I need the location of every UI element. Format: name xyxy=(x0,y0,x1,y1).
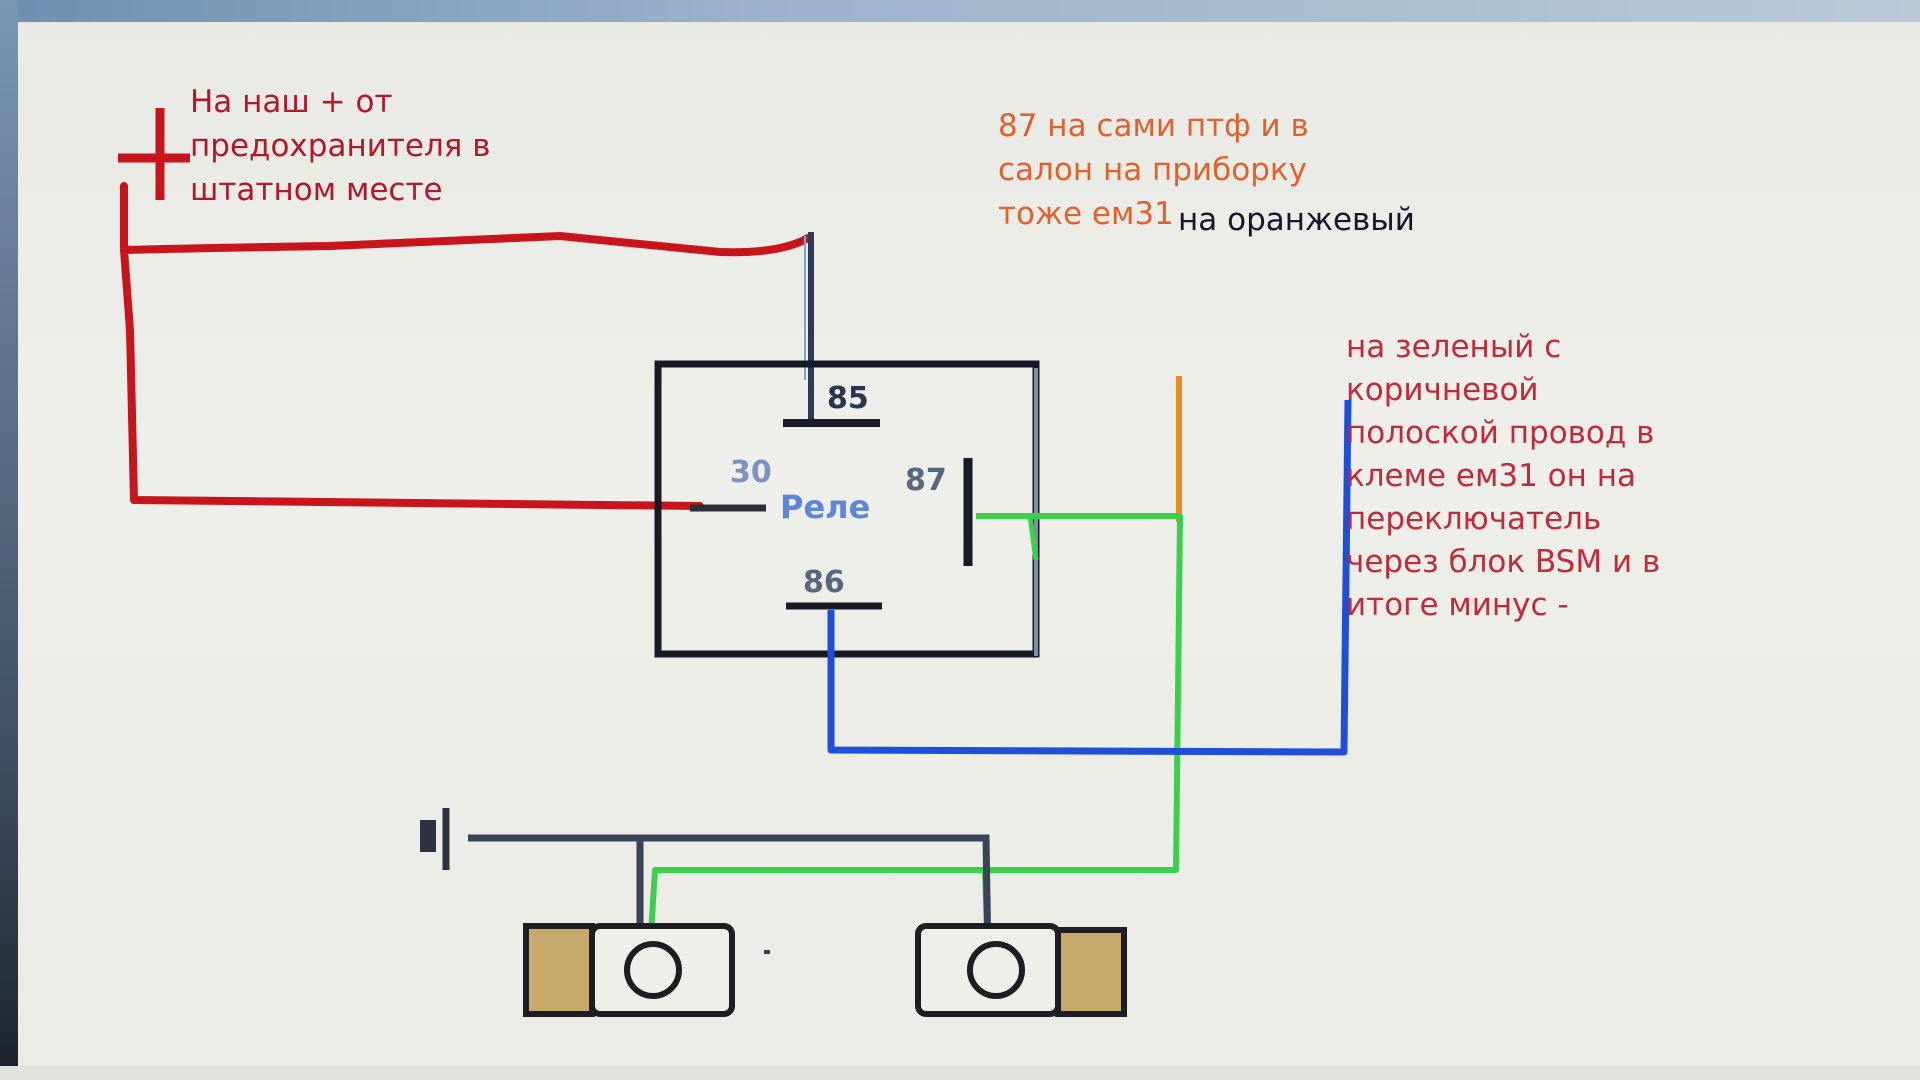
relay-pin-86: 86 xyxy=(803,565,845,600)
note-green-wire: на зеленый с коричневой полоской провод … xyxy=(1346,326,1660,627)
relay-icon xyxy=(654,360,1040,658)
output-wire-87 xyxy=(647,513,1183,951)
ground-wire-86 xyxy=(827,399,1352,756)
plus-sign-icon xyxy=(118,108,190,200)
monitor-bezel-bottom xyxy=(0,1066,1920,1080)
note-orange-wire-text: на оранжевый xyxy=(1178,202,1415,238)
ground-connector-icon xyxy=(420,808,450,870)
plus-wire xyxy=(120,182,812,510)
note-green-line-2: коричневой xyxy=(1346,372,1539,408)
note-green-line-7: итоге минус - xyxy=(1346,587,1569,623)
note-green-line-6: через блок BSM и в xyxy=(1346,544,1661,580)
note-plus-fuse-line-2: предохранителя в xyxy=(190,128,491,164)
monitor-bezel-top xyxy=(0,0,1920,22)
note-plus-fuse-line-3: штатном месте xyxy=(190,172,443,208)
fog-lamp-right-icon xyxy=(915,923,1127,1017)
note-pin87-line-3: тоже ем31 xyxy=(998,196,1174,232)
note-green-line-5: переключатель xyxy=(1346,501,1602,537)
monitor-bezel-left xyxy=(0,0,18,1080)
note-orange-wire: на оранжевый xyxy=(1178,198,1415,242)
relay-pin-87: 87 xyxy=(905,463,947,498)
relay-pin-85: 85 xyxy=(827,381,869,416)
note-plus-fuse-line-1: На наш + от xyxy=(190,84,393,120)
note-green-line-3: полоской провод в xyxy=(1346,415,1655,451)
relay-label: Реле xyxy=(780,488,870,526)
note-pin87: 87 на сами птф и в салон на приборку тож… xyxy=(998,104,1309,236)
note-green-line-1: на зеленый с xyxy=(1346,329,1562,365)
note-pin87-line-1: 87 на сами птф и в xyxy=(998,108,1309,144)
note-green-line-4: клеме ем31 он на xyxy=(1346,458,1637,494)
note-pin87-line-2: салон на приборку xyxy=(998,152,1307,188)
relay-pin-30: 30 xyxy=(730,455,772,490)
fog-lamp-left-icon xyxy=(523,923,735,1017)
note-plus-fuse: На наш + от предохранителя в штатном мес… xyxy=(190,80,491,212)
